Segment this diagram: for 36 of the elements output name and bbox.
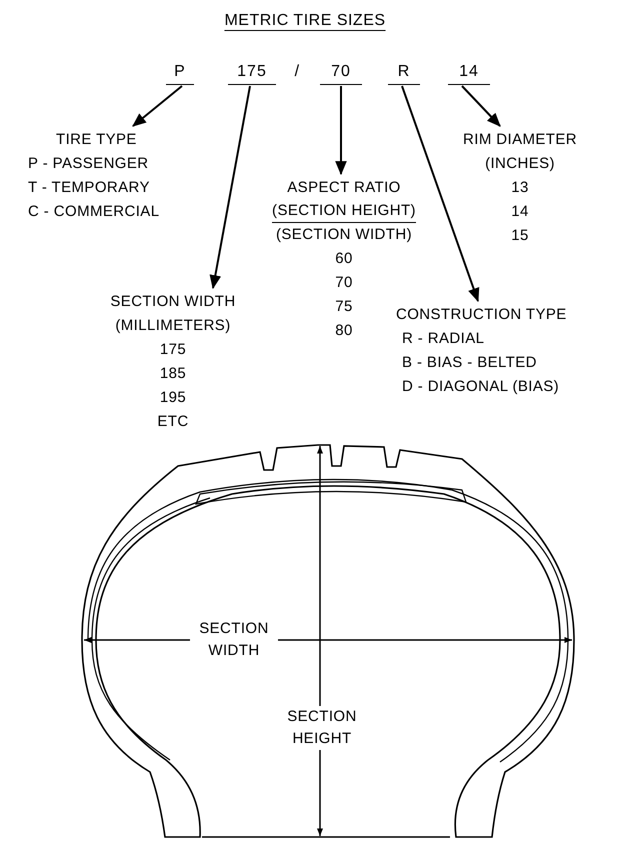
value-text: 195 [160, 388, 186, 408]
category-heading: SECTION WIDTH (MILLIMETERS) [109, 292, 237, 336]
size-code-part: R [388, 60, 420, 85]
arrow [132, 85, 183, 127]
value-text: 15 [511, 226, 529, 246]
value-text: (INCHES) [485, 154, 555, 174]
size-code-part: 175 [228, 60, 276, 85]
title: METRIC TIRE SIZES [223, 12, 387, 30]
value-text: 60 [335, 249, 353, 269]
category-heading: CONSTRUCTION TYPE [396, 305, 567, 325]
value-text: R - RADIAL [401, 329, 484, 349]
arrow [335, 86, 347, 176]
value-text: D - DIAGONAL (BIAS) [401, 377, 560, 397]
value-text: (SECTION HEIGHT) [272, 200, 416, 223]
arrow [461, 85, 501, 127]
value-text: 185 [160, 364, 186, 384]
value-text: 80 [335, 321, 353, 341]
value-text: T - TEMPORARY [28, 178, 150, 198]
category-heading: ASPECT RATIO [287, 178, 401, 198]
value-text: 75 [335, 297, 353, 317]
category-heading: RIM DIAMETER [463, 130, 577, 150]
value-text: ETC [157, 412, 189, 432]
size-code-part: 14 [448, 60, 490, 85]
value-text: C - COMMERCIAL [28, 202, 160, 222]
size-code-part: P [166, 60, 194, 85]
size-code-part: 70 [320, 60, 362, 85]
category-heading: TIRE TYPE [55, 130, 137, 150]
value-text: (SECTION WIDTH) [276, 225, 412, 245]
value-text: P - PASSENGER [28, 154, 149, 174]
value-text: 13 [511, 178, 529, 198]
value-text: 175 [160, 340, 186, 360]
value-text: B - BIAS - BELTED [401, 353, 537, 373]
arrow [401, 86, 480, 302]
arrow [210, 86, 251, 290]
value-text: 14 [511, 202, 529, 222]
value-text: 70 [335, 273, 353, 293]
